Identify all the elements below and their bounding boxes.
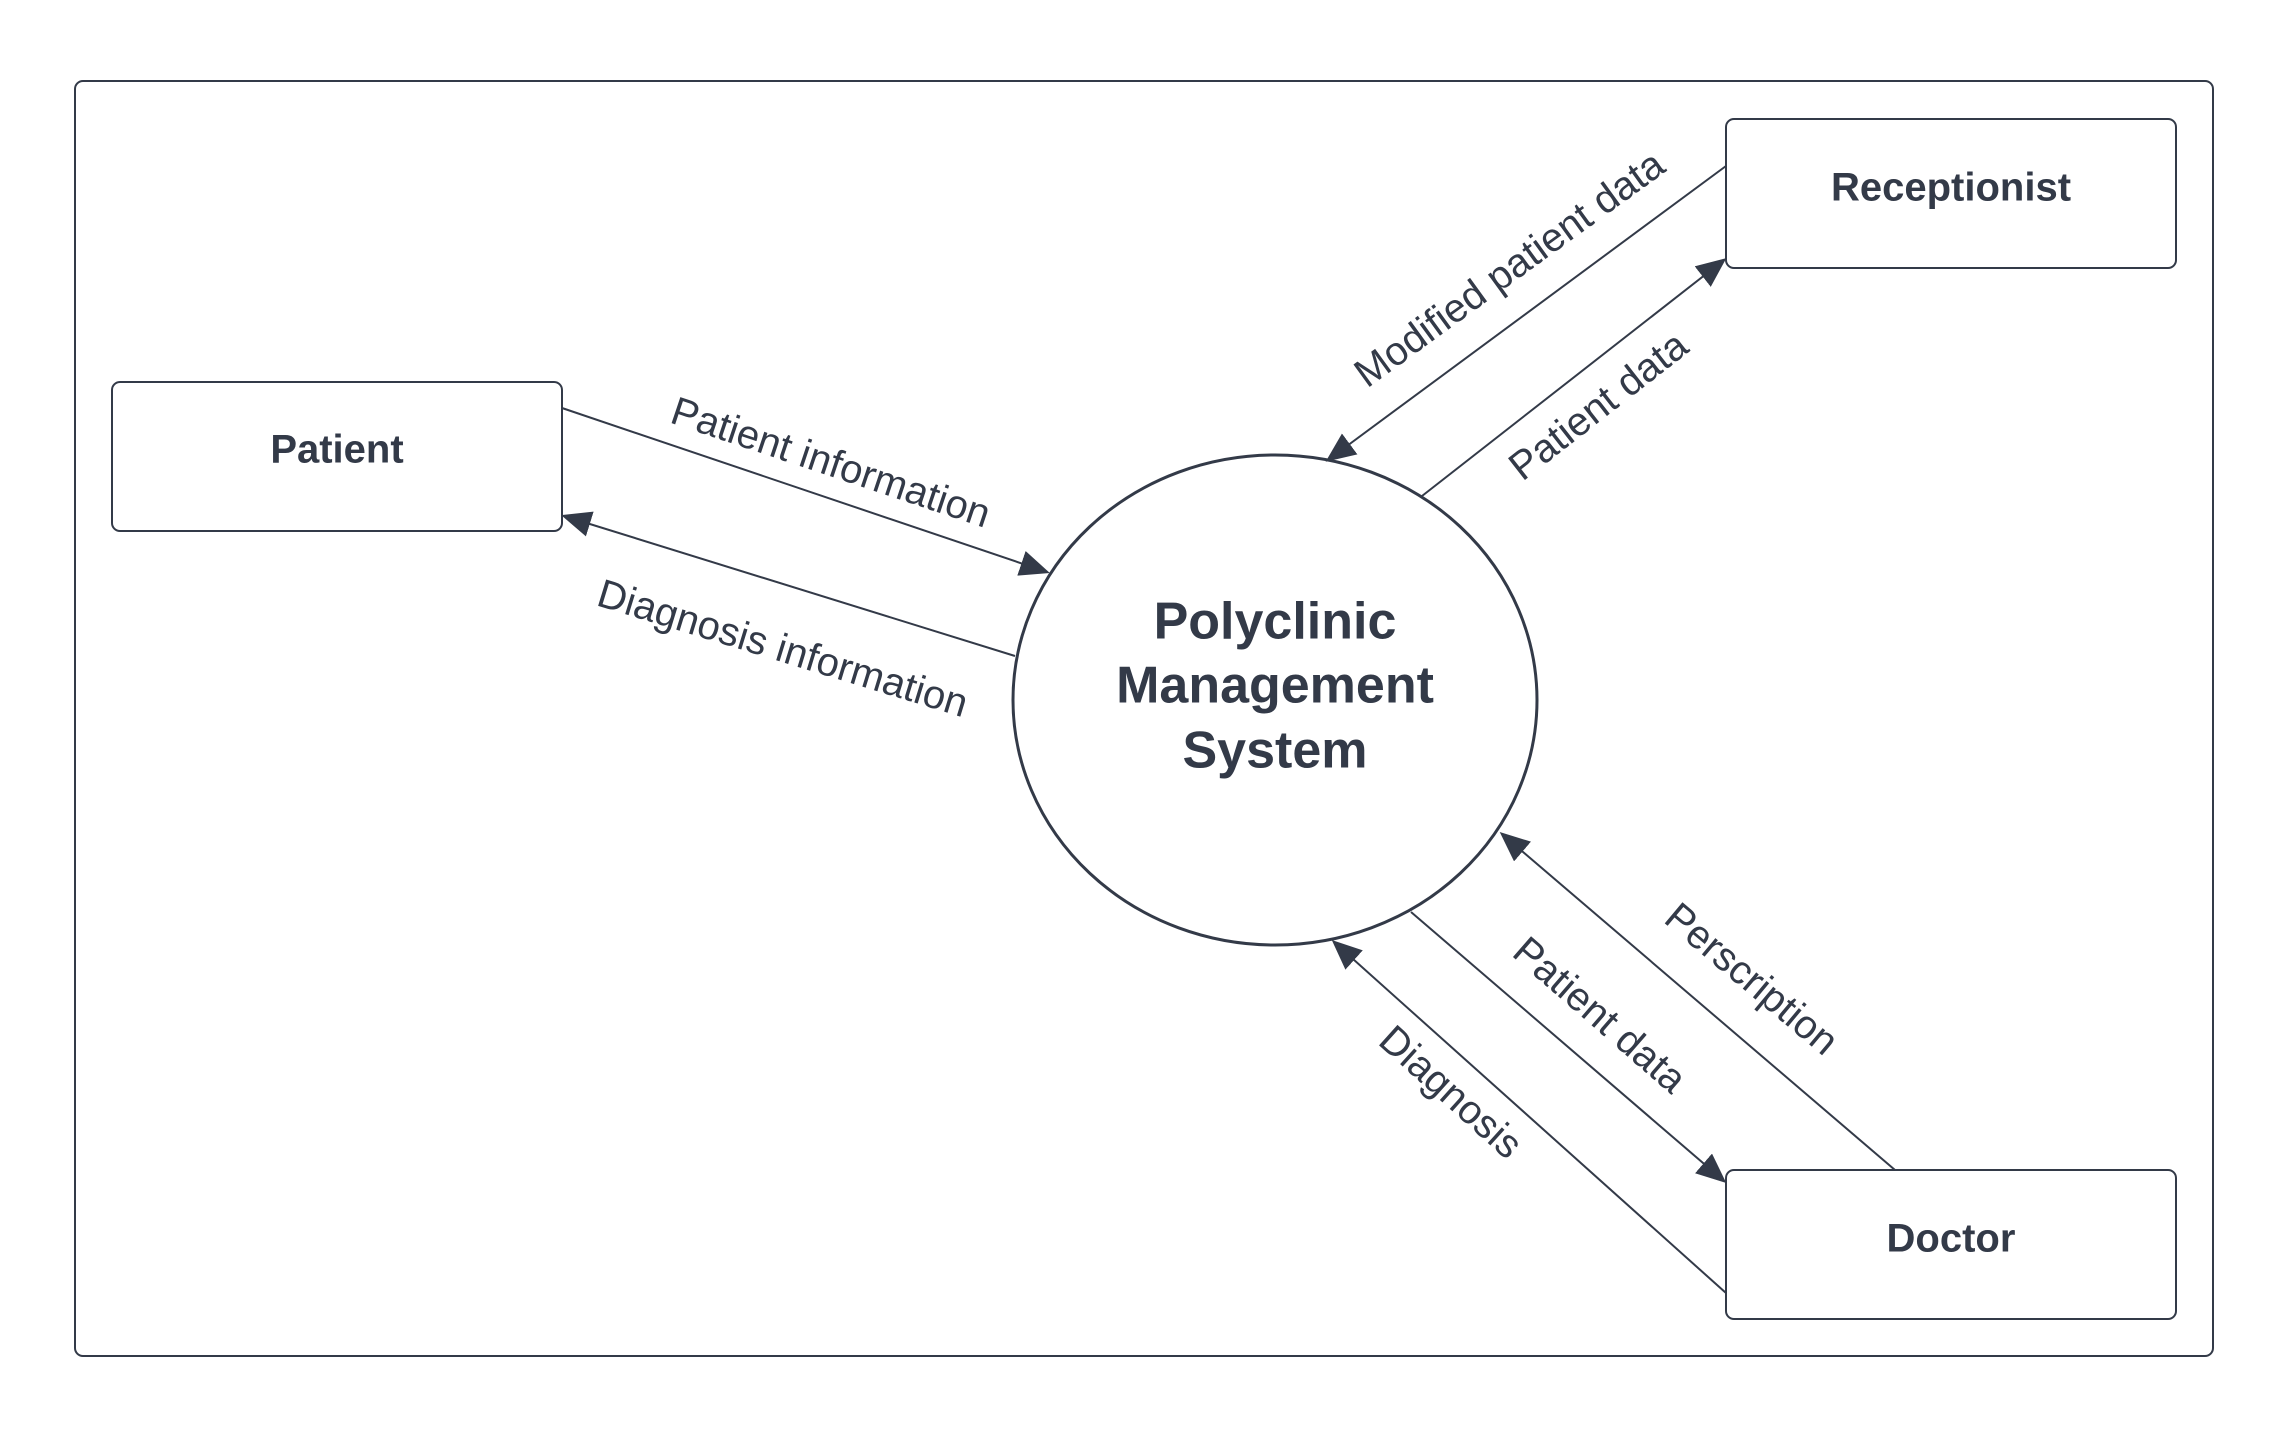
process-label-line3: System bbox=[1183, 722, 1368, 780]
flow-label-diagnosis: Diagnosis bbox=[1371, 1017, 1531, 1167]
entity-receptionist-label: Receptionist bbox=[1831, 166, 2071, 210]
entity-doctor-label: Doctor bbox=[1887, 1217, 2016, 1261]
flow-label-receptionist-patient-data: Patient data bbox=[1501, 323, 1697, 490]
entity-receptionist[interactable]: Receptionist bbox=[1725, 118, 2177, 269]
entity-patient[interactable]: Patient bbox=[111, 381, 563, 532]
entity-patient-box bbox=[111, 381, 563, 532]
flow-arrow-modified-patient-data bbox=[1325, 165, 1727, 462]
flow-label-perscription: Perscription bbox=[1657, 894, 1847, 1063]
entity-receptionist-box bbox=[1725, 118, 2177, 269]
diagram-frame bbox=[74, 80, 2214, 1357]
entity-patient-label: Patient bbox=[270, 428, 403, 472]
flow-arrow-receptionist-patient-data bbox=[1421, 258, 1727, 497]
entity-doctor[interactable]: Doctor bbox=[1725, 1169, 2177, 1320]
flow-arrow-diagnosis bbox=[1331, 939, 1727, 1294]
process-polyclinic-management-system[interactable]: Polyclinic Management System bbox=[1011, 453, 1539, 947]
entity-doctor-box bbox=[1725, 1169, 2177, 1320]
process-label-line2: Management bbox=[1116, 657, 1434, 715]
flow-arrow-doctor-patient-data bbox=[1410, 911, 1727, 1183]
flow-arrow-perscription bbox=[1499, 832, 1896, 1171]
flow-label-patient-information: Patient information bbox=[666, 389, 996, 537]
flow-label-diagnosis-information: Diagnosis information bbox=[592, 571, 973, 726]
process-circle bbox=[1011, 453, 1539, 947]
flow-arrow-patient-information bbox=[561, 407, 1050, 576]
flow-arrow-diagnosis-information bbox=[561, 511, 1016, 657]
flow-label-doctor-patient-data: Patient data bbox=[1505, 929, 1696, 1103]
process-label-line1: Polyclinic bbox=[1154, 593, 1397, 651]
